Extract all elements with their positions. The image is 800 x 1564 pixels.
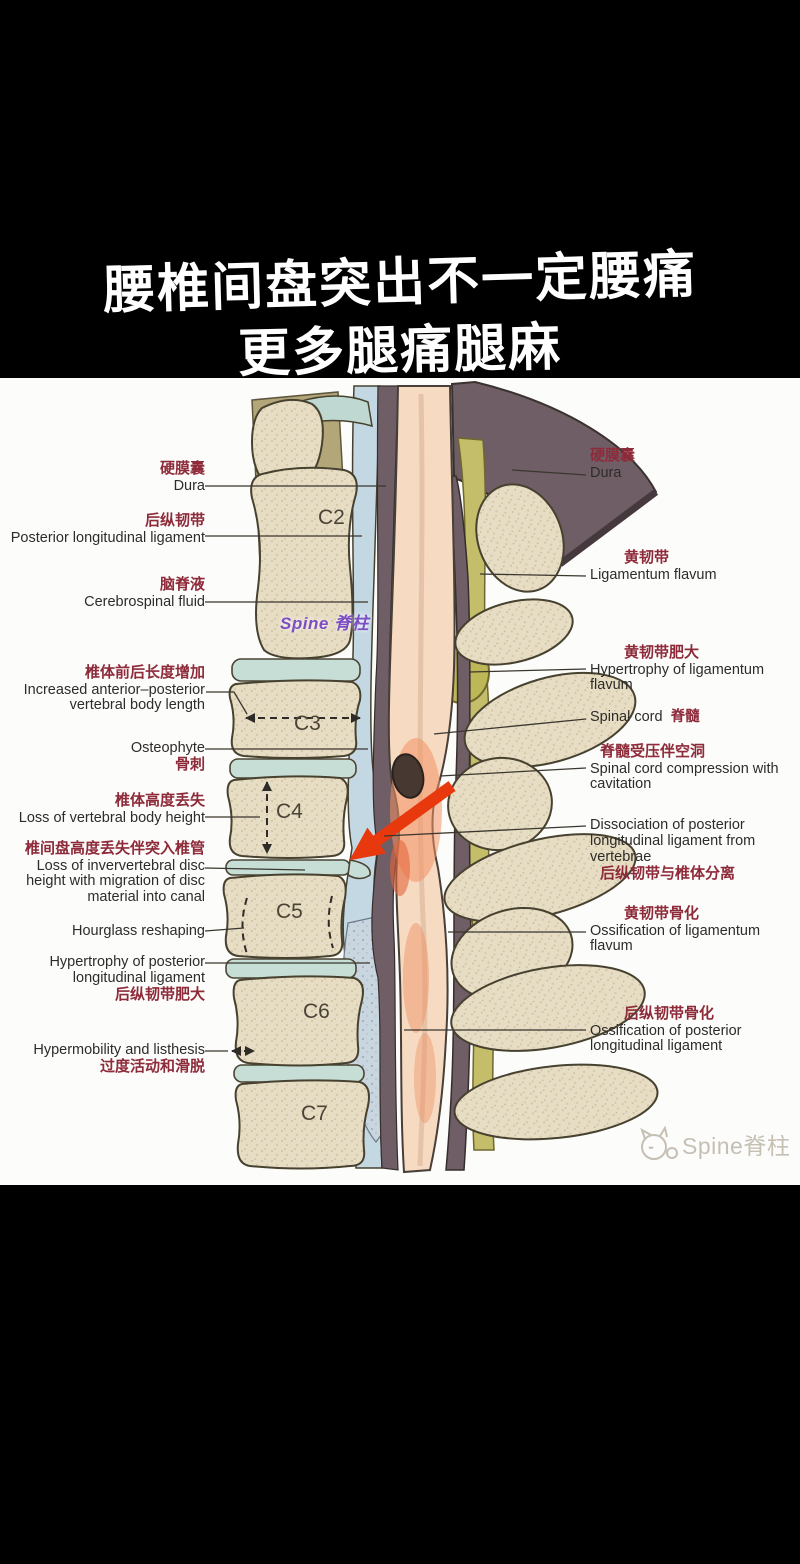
vertebra-label-c3: C3 [294,712,321,735]
vertebra-labels: C2 C3 C4 C5 C6 C7 [276,506,345,1125]
vertebra-label-c7: C7 [301,1102,328,1125]
label-zh: 后纵韧带 [144,512,205,529]
watermark-spine: Spine 脊柱 [280,614,370,633]
label-dura-left: 硬膜囊 Dura [10,460,205,494]
label-zh: 硬膜囊 [159,460,205,477]
spinal-cord [387,385,456,1174]
vertebra-label-c5: C5 [276,900,303,923]
label-zh: 骨刺 [174,755,205,773]
red-arrow-icon [349,781,456,861]
label-en: Ossification of ligamentum flavum [590,922,761,955]
intervertebral-discs [225,658,371,1083]
label-osteophyte: Osteophyte 骨刺 [10,740,205,774]
diagram-panel: C2 C3 C4 C5 C6 C7 硬膜囊 Dura 后纵韧带 Posterio… [0,378,800,1185]
label-posterior-longitudinal-ligament: 后纵韧带 Posterior longitudinal ligament [10,512,205,546]
cavitation-cavity [391,753,425,799]
label-en: Ligamentum flavum [590,566,717,583]
label-hypertrophy-pll: Hypertrophy of posterior longitudinal li… [20,954,205,1004]
vertebra-c2 [250,391,373,660]
label-zh: 脊髓受压伴空洞 [600,743,706,760]
label-ligamentum-flavum: 黄韧带 Ligamentum flavum [590,549,790,583]
label-en: Cerebrospinal fluid [84,593,205,610]
vertebral-bodies [222,679,370,1170]
hourglass-dash-left [241,897,248,955]
label-en: Ossification of posterior longitudinal l… [590,1022,742,1055]
spine-illustration: C2 C3 C4 C5 C6 C7 [204,380,659,1174]
label-en: Loss of vertebral body height [18,809,205,826]
label-zh: 椎体高度丢失 [114,792,205,809]
label-hourglass-reshaping: Hourglass reshaping [10,923,205,940]
label-en: Hypertrophy of posterior longitudinal li… [49,954,205,986]
watermark-footer: Spine脊柱 [636,1126,790,1162]
label-en: Posterior longitudinal ligament [10,529,205,546]
label-ossification-pll: 后纵韧带骨化 Ossification of posterior longitu… [590,1005,772,1055]
label-hypermobility-listhesis: Hypermobility and listhesis 过度活动和滑脱 [10,1042,205,1076]
label-en: Loss of inververtebral disc height with … [26,857,205,906]
label-zh: 黄韧带肥大 [624,644,700,661]
label-hypertrophy-flavum: 黄韧带肥大 Hypertrophy of ligamentum flavum [590,644,775,694]
label-loss-of-disc-height: 椎间盘高度丢失伴突入椎管 Loss of inververtebral disc… [20,840,205,906]
label-en: Hypertrophy of ligamentum flavum [590,661,765,694]
label-en: Dura [590,464,622,481]
cat-logo-icon [640,1126,678,1160]
label-zh: 椎体前后长度增加 [84,664,205,681]
label-zh: 后纵韧带肥大 [114,985,205,1003]
label-ossification-flavum: 黄韧带骨化 Ossification of ligamentum flavum [590,905,775,955]
leader-lines [204,469,587,1052]
label-en: Dissociation of posterior longitudinal l… [590,817,756,865]
label-en: Hourglass reshaping [72,923,205,939]
label-zh: 椎间盘高度丢失伴突入椎管 [24,840,205,857]
label-en: Spinal cord compression with cavitation [590,760,779,793]
label-dura-right: 硬膜囊 Dura [590,447,790,481]
label-zh: 黄韧带骨化 [624,905,700,922]
vertebra-label-c4: C4 [276,800,303,823]
label-en: Hypermobility and listhesis [33,1042,205,1058]
label-cord-compression: 脊髓受压伴空洞 Spinal cord compression with cav… [590,743,795,793]
label-zh: 后纵韧带骨化 [624,1005,715,1022]
label-spinal-cord: Spinal cord 脊髓 [590,709,800,726]
label-en: Osteophyte [130,740,205,756]
label-increased-ap-length: 椎体前后长度增加 Increased anterior–posterior ve… [10,664,205,714]
title-block: 腰椎间盘突出不一定腰痛 更多腿痛腿麻 [0,0,800,385]
posterior-bone-elements [443,483,659,1141]
label-en: Spinal cord 脊髓 [590,709,700,725]
label-en: Increased anterior–posterior vertebral b… [23,681,205,714]
label-zh: 脊髓 [670,709,700,725]
hourglass-dash-right [327,895,334,949]
vertebra-label-c6: C6 [303,1000,330,1023]
label-en: Dura [173,477,205,494]
label-pll-dissociation: Dissociation of posterior longitudinal l… [590,817,775,883]
label-zh: 过度活动和滑脱 [99,1057,205,1075]
measurement-marks [231,713,361,1056]
label-zh: 后纵韧带与椎体分离 [600,864,736,882]
label-zh: 黄韧带 [624,549,670,566]
watermark-footer-text: Spine脊柱 [682,1133,791,1159]
vertebra-label-c2: C2 [318,506,345,529]
label-zh: 硬膜囊 [590,447,636,464]
label-zh: 脑脊液 [159,576,205,593]
label-cerebrospinal-fluid: 脑脊液 Cerebrospinal fluid [10,576,205,610]
label-loss-of-body-height: 椎体高度丢失 Loss of vertebral body height [10,792,205,826]
disc-herniation-into-canal [347,859,371,880]
